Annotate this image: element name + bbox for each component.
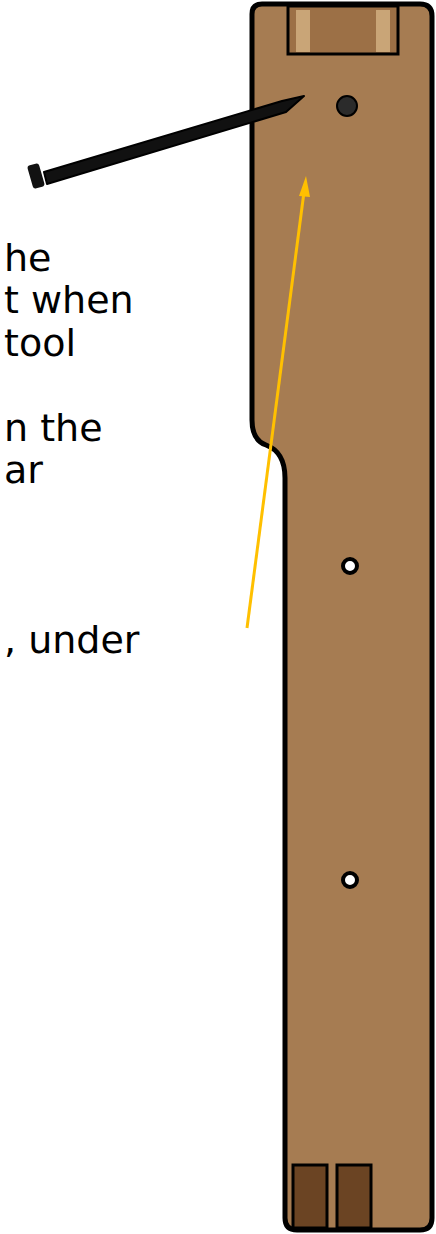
screw-hole <box>343 559 357 573</box>
note-text: he <box>4 236 51 280</box>
leader-line <box>247 176 310 628</box>
bottom-feet <box>293 1165 371 1228</box>
wooden-bar <box>252 4 432 1230</box>
note-text: tool <box>4 321 76 365</box>
note-text: n the <box>4 406 103 450</box>
note-text: , under <box>4 618 139 662</box>
screw-hole <box>343 873 357 887</box>
note-text: t when <box>4 278 134 322</box>
nail-hole <box>337 96 357 116</box>
nail <box>27 96 304 189</box>
note-text: ar <box>4 448 43 492</box>
top-bracket <box>288 6 398 54</box>
